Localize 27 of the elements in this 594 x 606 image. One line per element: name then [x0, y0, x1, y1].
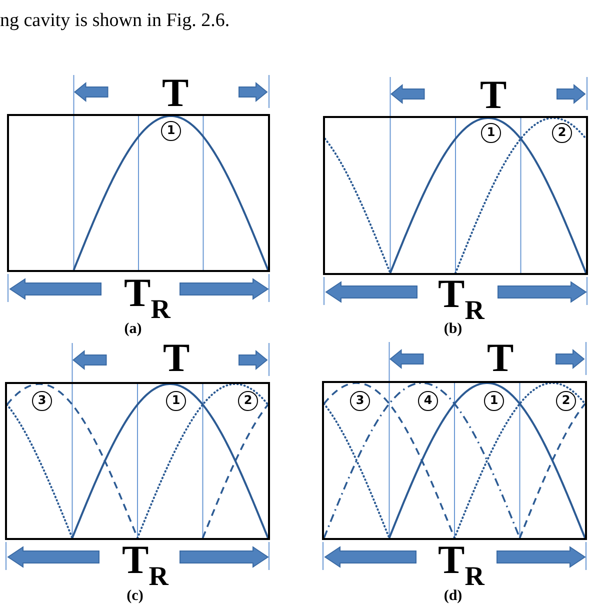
dimension-label: T$_{R}$ [124, 276, 170, 322]
figure-caption: (b) [444, 322, 462, 337]
circled-number: 2 [556, 391, 576, 411]
circled-number: 1 [484, 391, 504, 411]
dimension-label: T [480, 78, 507, 112]
plot-frame [322, 381, 587, 540]
circled-number: 1 [481, 123, 501, 143]
plot-frame [323, 116, 588, 275]
dimension-label: T [487, 341, 514, 375]
dimension-label: T$_{R}$ [438, 543, 484, 588]
dimension-label: T$_{R}$ [438, 277, 484, 322]
circled-number: 3 [350, 391, 370, 411]
circled-number: 2 [552, 123, 572, 143]
figure-caption: (d) [444, 589, 462, 604]
circled-number: 2 [238, 391, 258, 411]
circled-number: 1 [161, 121, 181, 141]
body-text: ng cavity is shown in Fig. 2.6. [0, 11, 230, 32]
plot-frame [7, 114, 270, 272]
figure-caption: (c) [126, 589, 144, 604]
circled-number: 3 [32, 391, 52, 411]
circled-number: 1 [166, 391, 186, 411]
dimension-label: T [162, 76, 189, 110]
figure-caption: (a) [124, 322, 142, 337]
circled-number: 4 [418, 391, 438, 411]
plot-frame [5, 382, 270, 540]
dimension-label: T [163, 341, 190, 375]
dimension-label: T$_{R}$ [122, 543, 168, 588]
